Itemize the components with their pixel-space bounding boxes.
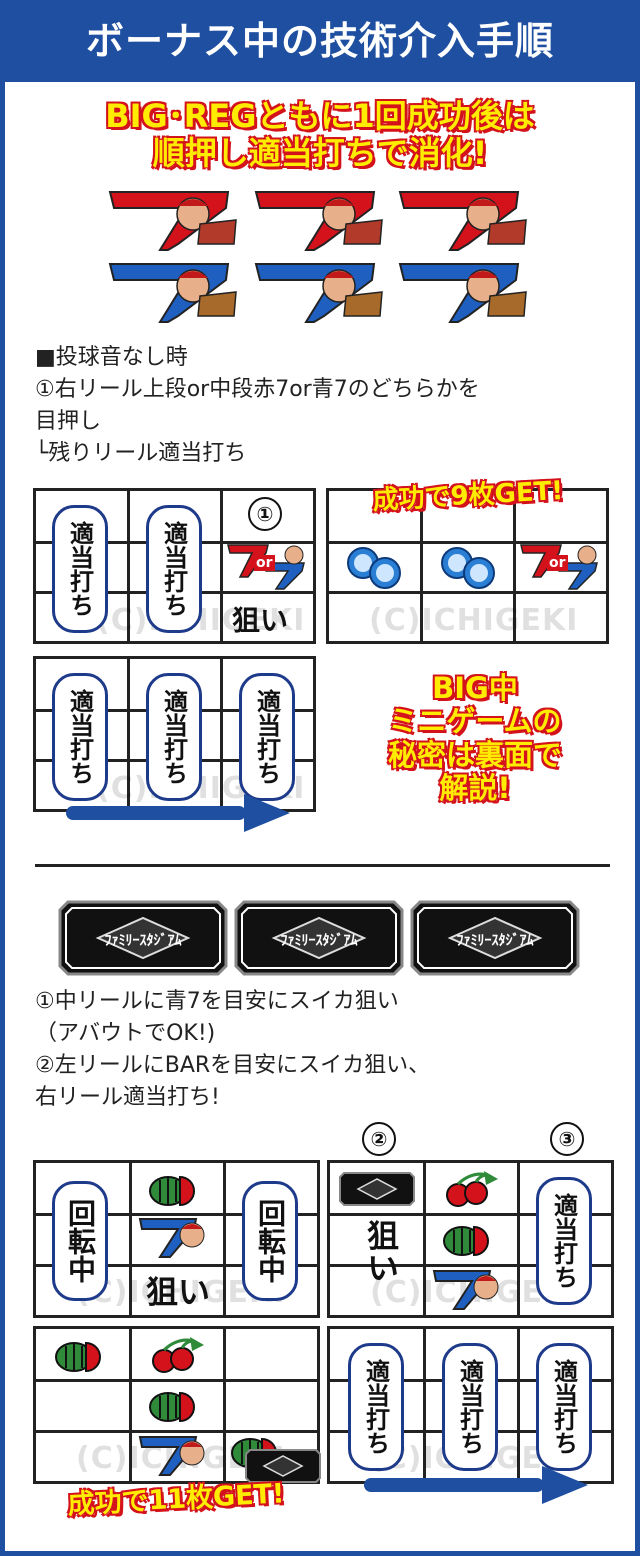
big-callout-line4: 解説! — [438, 770, 511, 806]
watermelon-icon — [149, 1391, 195, 1423]
big-callout-line1: BIG中 — [431, 670, 519, 706]
step-number-1: ① — [248, 497, 282, 531]
tekitou-label: 適当打ち — [146, 505, 202, 633]
section2-step2-line1: ②左リールにBARを目安にスイカ狙い、 — [35, 1053, 431, 1078]
tekitou-label: 適当打ち — [348, 1343, 404, 1471]
cherry-icon — [446, 1171, 498, 1207]
or-label: or — [547, 555, 568, 571]
intro-callout-line2: 順押し適当打ちで消化! — [152, 133, 489, 173]
cherry-icon — [152, 1337, 204, 1373]
or-label: or — [254, 555, 275, 571]
tekitou-label: 適当打ち — [536, 1343, 592, 1471]
nerai-label: 狙い — [146, 1273, 211, 1311]
section2-step1-line1: ①中リールに青7を目安にスイカ狙い — [35, 989, 399, 1014]
section1-step1-line3: └残りリール適当打ち — [35, 441, 247, 466]
kaiten-label: 回転中 — [52, 1181, 108, 1301]
blue-seven-icon — [138, 1218, 205, 1258]
reel-grid-suika-step1: (C)ICHIGEKI 回転中 回転中 狙い — [33, 1160, 320, 1318]
arrow-right-icon — [364, 1466, 588, 1504]
watermelon-icon — [149, 1175, 195, 1207]
reel-grid-result-9: (C)ICHIGEKI or — [326, 488, 609, 644]
blue-seven-icon — [255, 263, 383, 323]
page-title: ボーナス中の技術介入手順 — [0, 0, 640, 82]
section-divider — [35, 864, 610, 867]
bar-symbol-label: ﾌｧﾐﾘｰｽﾀｼﾞｱﾑ — [457, 932, 534, 949]
arrow-right-icon — [66, 794, 290, 832]
tekitou-label: 適当打ち — [52, 505, 108, 633]
kaiten-label: 回転中 — [242, 1181, 298, 1301]
red-seven-icon — [255, 191, 383, 251]
tekitou-label: 適当打ち — [146, 673, 202, 801]
nerai-label: 狙い — [232, 604, 289, 637]
blue-seven-icon — [138, 1436, 205, 1476]
intro-callout-line1: BIG･REGともに1回成功後は — [104, 97, 536, 136]
blue-seven-icon — [109, 263, 237, 323]
step-number-2: ② — [362, 1122, 396, 1156]
blue-seven-icon — [399, 263, 527, 323]
red-seven-icon — [399, 191, 527, 251]
watermelon-icon — [443, 1225, 489, 1257]
section1-step1-line2: 目押し — [35, 409, 102, 434]
bar-icon — [339, 1172, 415, 1206]
reel-grid-suika-step2: (C)ICHIGEKI 狙い 適当打ち — [327, 1160, 614, 1318]
bar-symbol-label: ﾌｧﾐﾘｰｽﾀｼﾞｱﾑ — [281, 932, 358, 949]
bar-symbol-label: ﾌｧﾐﾘｰｽﾀｼﾞｱﾑ — [105, 932, 182, 949]
big-callout-line3: 秘密は裏面で — [387, 737, 563, 773]
reel-grid-step2: (C)ICHIGEKI 適当打ち 適当打ち 適当打ち — [33, 656, 316, 812]
watermark: (C)ICHIGEKI — [369, 603, 579, 638]
step-number-3: ③ — [550, 1122, 584, 1156]
section1-step1-line1: ①右リール上段or中段赤7or青7のどちらかを — [35, 377, 480, 402]
nerai-label: 狙い — [362, 1219, 400, 1283]
tekitou-label: 適当打ち — [536, 1177, 592, 1305]
replay-icon — [347, 547, 401, 589]
reel-grid-step1: (C)ICHIGEKI 適当打ち 適当打ち ① or 狙い — [33, 488, 316, 644]
tekitou-label: 適当打ち — [52, 673, 108, 801]
section1-title: ■投球音なし時 — [35, 345, 188, 370]
big-minigame-callout: BIG中 ミニゲームの 秘密は裏面で 解説! — [340, 670, 610, 806]
blue-seven-icon — [432, 1270, 499, 1310]
seven-symbols-display — [109, 191, 527, 323]
red-seven-icon — [109, 191, 237, 251]
reel-grid-suika-step3: (C)ICHIGEKI 適当打ち 適当打ち 適当打ち — [327, 1326, 614, 1484]
bar-symbols-display: ﾌｧﾐﾘｰｽﾀｼﾞｱﾑ ﾌｧﾐﾘｰｽﾀｼﾞｱﾑ ﾌｧﾐﾘｰｽﾀｼﾞｱﾑ — [58, 900, 580, 976]
section2-step2-line2: 右リール適当打ち! — [35, 1085, 220, 1110]
tekitou-label: 適当打ち — [442, 1343, 498, 1471]
replay-icon — [441, 547, 495, 589]
watermelon-icon — [55, 1341, 101, 1373]
bar-icon — [245, 1449, 321, 1483]
intro-callout: BIG･REGともに1回成功後は 順押し適当打ちで消化! — [50, 97, 590, 173]
section2-step1-line2: （アバウトでOK!) — [35, 1021, 216, 1046]
tekitou-label: 適当打ち — [239, 673, 295, 801]
big-callout-line2: ミニゲームの — [387, 703, 562, 739]
